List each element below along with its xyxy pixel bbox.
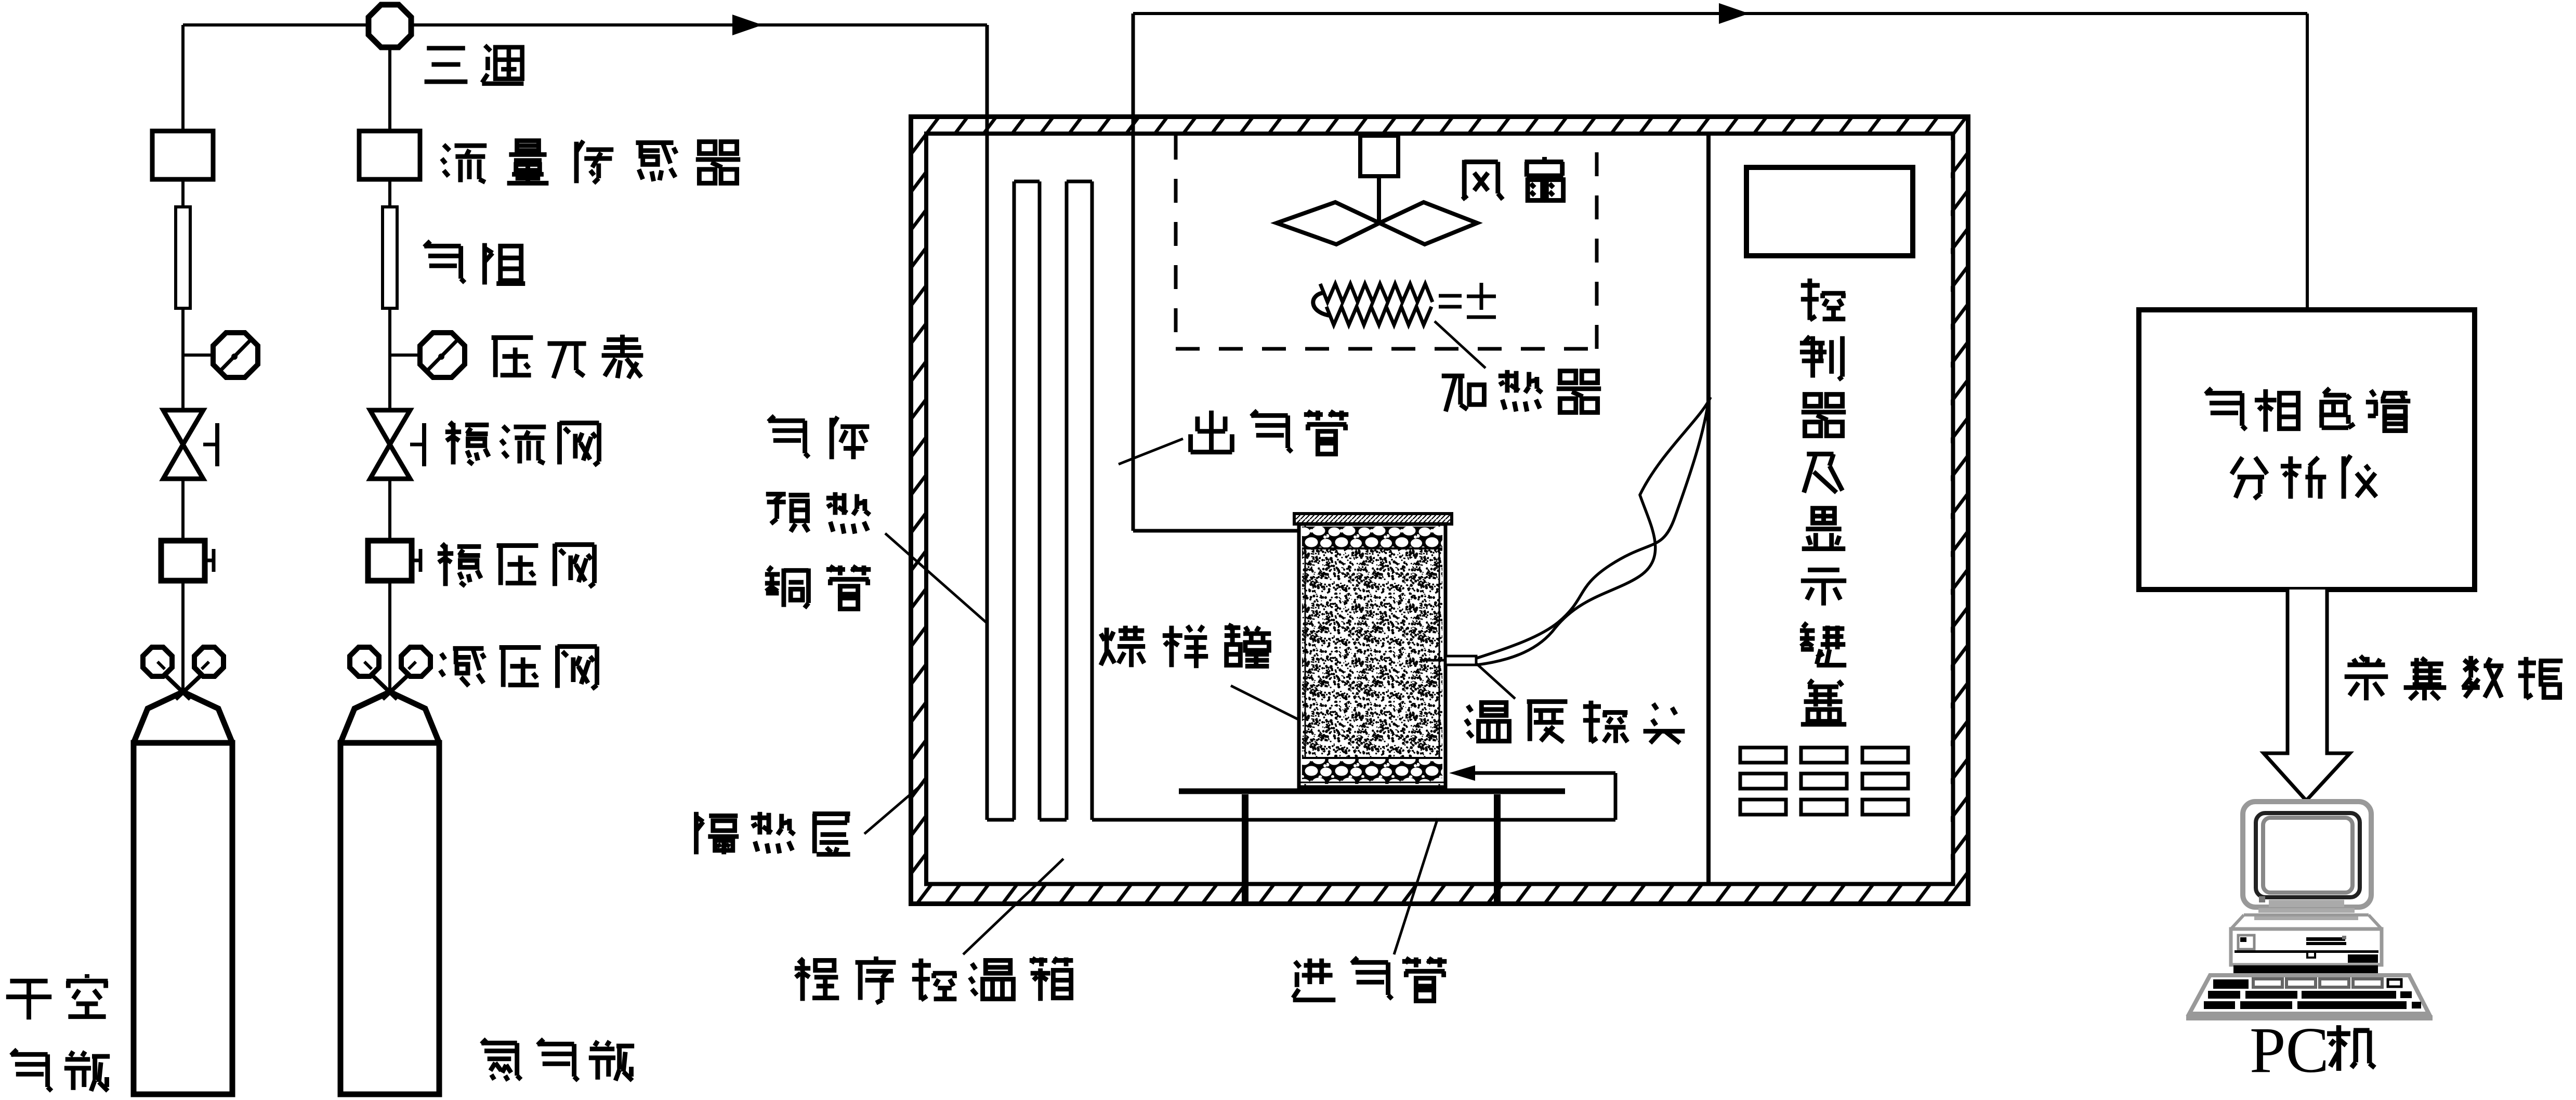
svg-text:PC: PC: [2250, 1015, 2329, 1086]
